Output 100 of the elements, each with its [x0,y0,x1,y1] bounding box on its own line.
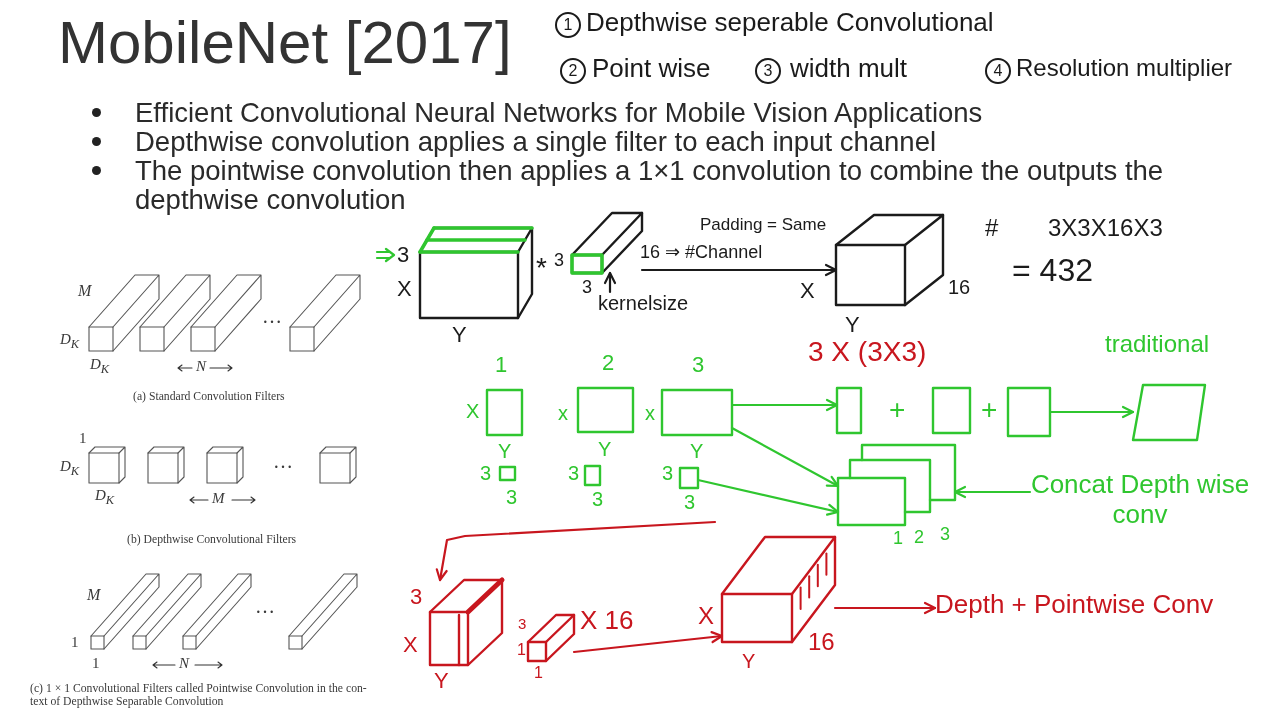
square-sketch [500,467,515,480]
dimension-label: X [800,278,815,304]
operator-symbol: + [889,394,906,427]
note-text: 3 X (3X3) [808,336,927,369]
square-sketch [578,388,633,432]
dimension-label: 16 [808,628,835,656]
index-number: 1 [495,352,508,378]
arrow [730,398,839,412]
operator-symbol: * [536,252,547,285]
bullet-text: The pointwise convolution then applies a 1×1 convolution to combine the outputs the depthwise convolution [135,156,1165,214]
index-number: 2 [914,527,924,548]
dimension-label: Y [598,438,612,461]
arrow [435,520,717,582]
step-number: 1 [555,12,581,38]
note-text: Point wise [592,54,711,84]
bullet-text: Depthwise convolution applies a single filter to each input channel [135,127,937,156]
dimension-label: Y [434,668,449,694]
dimension-label: 1 [534,664,543,683]
step-number: 4 [985,58,1011,84]
dimension-label: D$_{K}$ [60,331,80,352]
dimension-label: Y [690,440,704,463]
dimension-label: 3 [592,488,604,511]
prism-sketch [528,615,574,661]
dimension-label: 3 [684,491,696,514]
parallelogram-sketch [1133,385,1205,440]
dimension-label: Y [498,440,512,463]
cube-sketch [420,228,532,318]
dimension-label: Y [845,312,860,338]
index-number: 1 [893,528,903,549]
note-text: = 432 [1012,252,1093,289]
note-text: Padding = Same [700,215,827,235]
note-text: Concat Depth wise conv [1030,470,1250,530]
square-sketch [662,390,732,435]
dimension-label: 3 [506,486,518,509]
dimension-label: 3 [397,242,410,268]
dimension-label: 3 [410,584,423,610]
dimension-label: 1 [517,641,526,660]
arrow [730,426,840,488]
bullet-text: Efficient Convolutional Neural Networks for Mobile Vision Applications [135,98,984,127]
cube-sketch [430,580,502,665]
dimension-label: 3 [662,462,674,485]
note-text: Resolution multiplier [1016,54,1233,82]
square-sketch [487,390,522,435]
arrow [696,478,840,516]
note-text: traditional [1105,330,1210,358]
ellipsis: … [262,305,282,328]
note-text: Depth + Pointwise Conv [935,590,1214,620]
dimension-label: X [698,602,714,630]
dimension-label: D$_{K}$ [90,356,110,377]
cube-sketch [836,215,943,305]
step-number: 3 [755,58,781,84]
index-number: 2 [602,350,615,376]
dimension-label: 1 [71,634,79,652]
arrow [833,601,937,615]
prism-sketch [572,213,642,273]
dimension-label: 1 [79,430,87,448]
arrow [572,631,724,654]
dimension-label: M [87,586,101,605]
ellipsis: … [255,595,275,618]
dimension-label: X [466,400,480,423]
arrow [640,263,838,277]
dimension-label: 3 [554,250,564,271]
dimension-label: X [397,276,412,302]
figure-caption: (a) Standard Convolution Filters [133,390,285,404]
step-number: 2 [560,58,586,84]
ellipsis: … [273,450,293,473]
dimension-label: D$_{K}$ [95,487,115,508]
dimension-label: X [403,632,418,658]
square-sketch [933,388,970,433]
note-text: Depthwise seperable Convolutional [586,8,994,38]
arrow [953,485,1032,499]
note-text: kernelsize [598,292,689,315]
index-number: 3 [940,524,950,545]
operator-symbol: + [981,394,998,427]
dimension-label: M [78,282,92,301]
note-text: X 16 [580,606,634,636]
dimension-label: N [196,358,206,376]
note-text: 16 ⇒ #Channel [640,242,763,263]
square-sketch [837,388,861,433]
dimension-label: 3 [518,615,527,633]
arrow [1048,405,1135,419]
dimension-label: 3 [480,462,492,485]
stacked-squares-sketch [838,445,955,525]
note-text: 3X3X16X3 [1048,214,1163,242]
dimension-label: N [179,655,189,673]
dimension-label: x [558,402,568,425]
dimension-label: 1 [92,655,100,673]
dimension-label: Y [742,650,756,673]
arrow [603,271,617,294]
square-sketch [585,466,600,485]
square-sketch [680,468,698,488]
dimension-label: x [645,402,655,425]
dimension-label: M [212,490,225,508]
note-text: width mult [790,54,908,84]
slide-title: MobileNet [2017] [58,8,512,77]
dimension-label: Y [452,322,467,348]
index-number: 3 [692,352,705,378]
figure-caption: (c) 1 × 1 Convolutional Filters called Pointwise Convolution in the con-text of Depthwise Separable Convolution [30,682,368,709]
note-text: # [985,214,999,242]
dimension-label: 3 [568,462,580,485]
